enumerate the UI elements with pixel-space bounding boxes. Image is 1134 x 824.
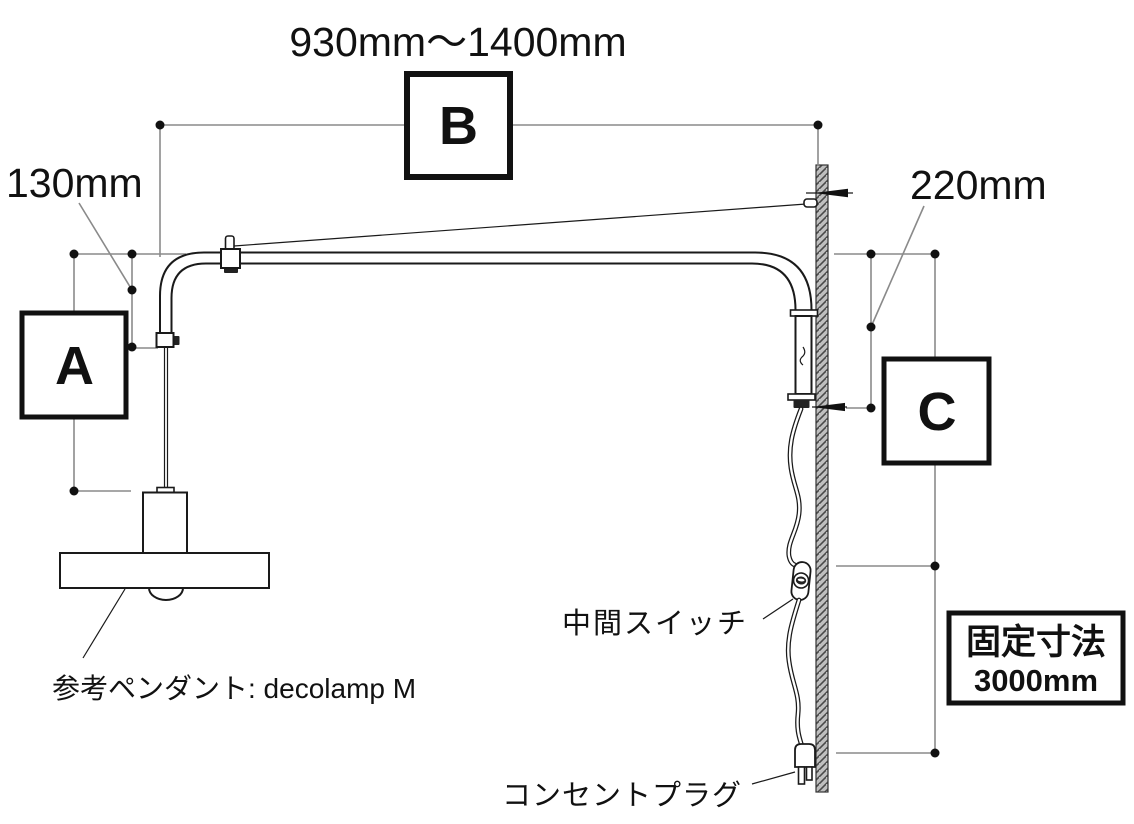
dim-box-c <box>881 356 992 466</box>
switch-label: 中間スイッチ <box>562 607 748 640</box>
bracket-cord-detail <box>799 346 806 366</box>
pendant-reference-label: 参考ペンダント: decolamp M <box>52 673 416 704</box>
dimension-lines <box>73 124 936 754</box>
dimension-dots <box>69 120 940 758</box>
support-wire <box>233 203 807 247</box>
light-bulb <box>148 587 184 601</box>
leader-130mm <box>78 202 133 291</box>
fixed-dimension-box <box>946 610 1126 706</box>
plug-prong-right <box>805 766 813 781</box>
dim-letter-b: B <box>439 96 478 156</box>
arm-range-label: 930mm〜1400mm <box>289 19 626 65</box>
arm-tube <box>159 251 813 335</box>
mounting-arrows <box>806 188 853 412</box>
inline-switch <box>790 561 812 601</box>
outlet-plug <box>794 743 816 785</box>
wall-offset-label: 220mm <box>910 162 1047 208</box>
fixed-dim-title: 固定寸法 <box>966 623 1106 662</box>
cord-upper-core <box>787 407 803 567</box>
bracket-end-cap <box>793 400 810 408</box>
bottom-mount-arrow-icon <box>812 402 845 412</box>
label-leaders <box>82 588 796 785</box>
leader-220mm <box>870 205 925 328</box>
power-cord-assembly <box>785 406 816 785</box>
dim-box-b <box>404 71 513 180</box>
leader-pendant-reference <box>82 588 126 659</box>
bracket-bottom-flange <box>787 393 816 401</box>
arm-joint-block <box>220 248 241 269</box>
cord-fitting <box>155 332 175 348</box>
lamp-shade <box>59 552 270 589</box>
leader-plug <box>751 771 796 785</box>
plug-label: コンセントプラグ <box>502 779 742 812</box>
wall-section <box>815 164 829 793</box>
wire-anchor <box>803 198 818 208</box>
leader-switch <box>762 598 794 620</box>
cord-lower-core <box>787 598 804 749</box>
pendant-lamp <box>59 347 270 601</box>
lamp-arm <box>155 235 819 408</box>
dim-box-a <box>19 310 129 420</box>
fixed-dim-value: 3000mm <box>974 663 1098 698</box>
top-mount-arrow-icon <box>814 188 848 198</box>
dim-letter-a: A <box>55 336 94 396</box>
dim-letter-c: C <box>918 382 957 442</box>
lamp-socket <box>142 491 188 554</box>
drop-offset-label: 130mm <box>6 160 143 206</box>
plug-body <box>794 743 816 768</box>
switch-rocker-slot <box>797 578 805 582</box>
plug-prong-left <box>797 766 806 785</box>
wire-peg <box>224 235 235 251</box>
